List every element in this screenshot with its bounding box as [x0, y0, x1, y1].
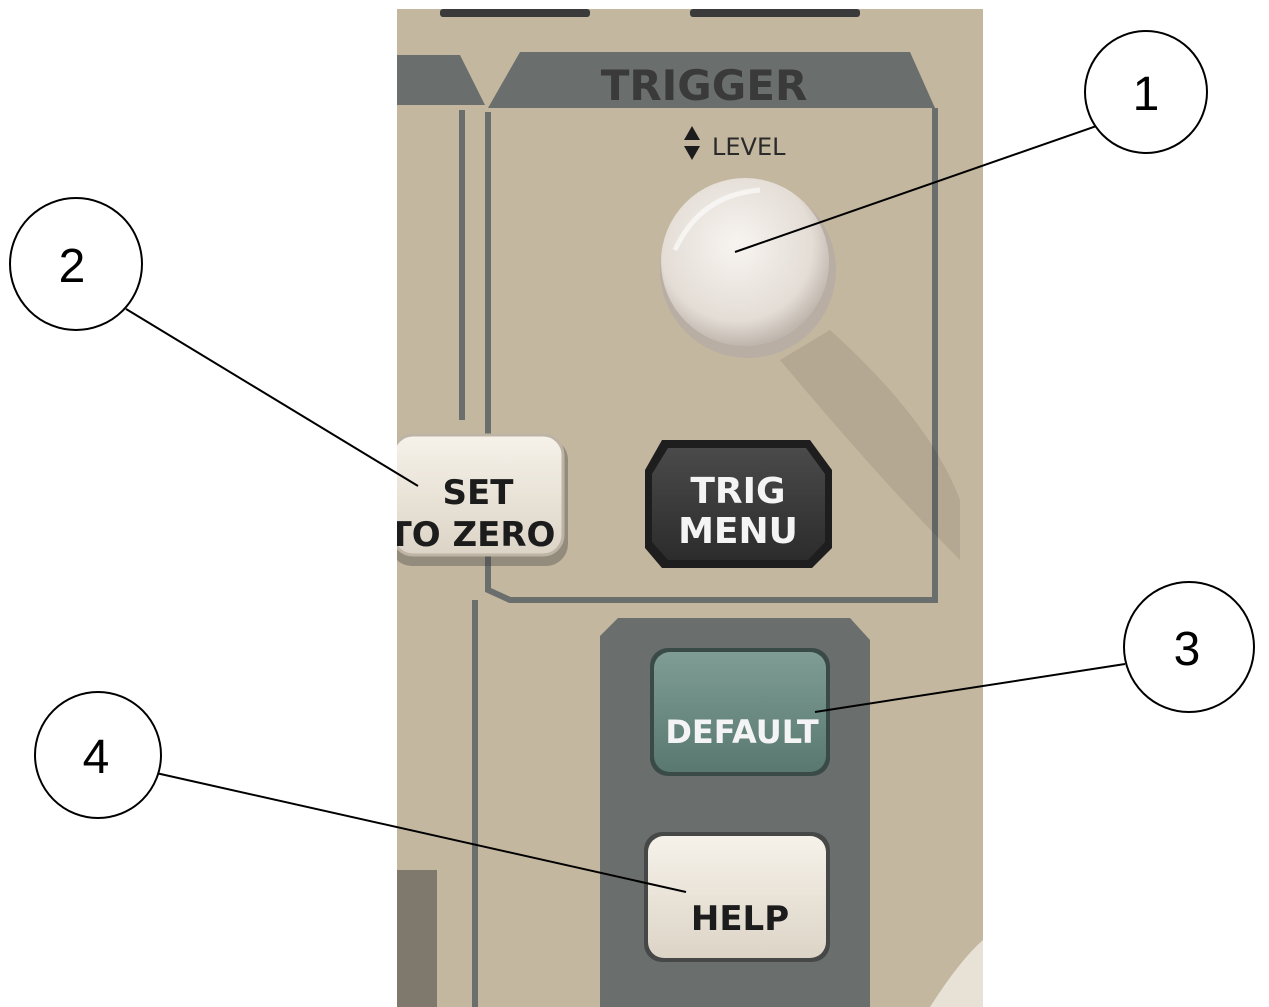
trig-menu-label-1: TRIG: [690, 471, 785, 512]
callout-line-1: [734, 121, 1109, 253]
set-to-zero-button[interactable]: SET TO ZERO: [389, 433, 568, 566]
callout-line-3: [814, 663, 1126, 713]
default-button[interactable]: DEFAULT: [650, 648, 830, 776]
level-label: LEVEL: [712, 133, 786, 161]
trig-menu-button[interactable]: TRIG MENU: [645, 440, 832, 568]
callout-number-4: 4: [83, 731, 110, 784]
help-button[interactable]: HELP: [644, 832, 830, 962]
trigger-level-knob[interactable]: [660, 178, 836, 358]
callout-number-1: 1: [1133, 68, 1160, 121]
trig-menu-label-2: MENU: [678, 511, 798, 552]
set-to-zero-label-2: TO ZERO: [389, 515, 556, 555]
oscilloscope-panel: TRIGGER LEVEL SET TO ZERO: [389, 9, 983, 1007]
callout-2: 2: [9, 197, 143, 331]
callout-line-4: [155, 772, 687, 893]
callout-line-2: [125, 308, 419, 487]
trigger-title: TRIGGER: [601, 61, 808, 110]
set-to-zero-label-1: SET: [443, 473, 515, 513]
callout-1: 1: [1084, 30, 1208, 154]
callout-number-3: 3: [1174, 623, 1201, 676]
callout-number-2: 2: [59, 240, 86, 293]
trigger-section-outline: [485, 108, 938, 603]
trigger-header-band: [488, 52, 935, 108]
callout-3: 3: [1123, 581, 1255, 713]
help-label: HELP: [691, 899, 789, 939]
level-arrows-icon: [684, 126, 700, 160]
left-section-band: [397, 55, 485, 105]
default-label: DEFAULT: [665, 713, 818, 751]
callout-4: 4: [34, 691, 162, 819]
